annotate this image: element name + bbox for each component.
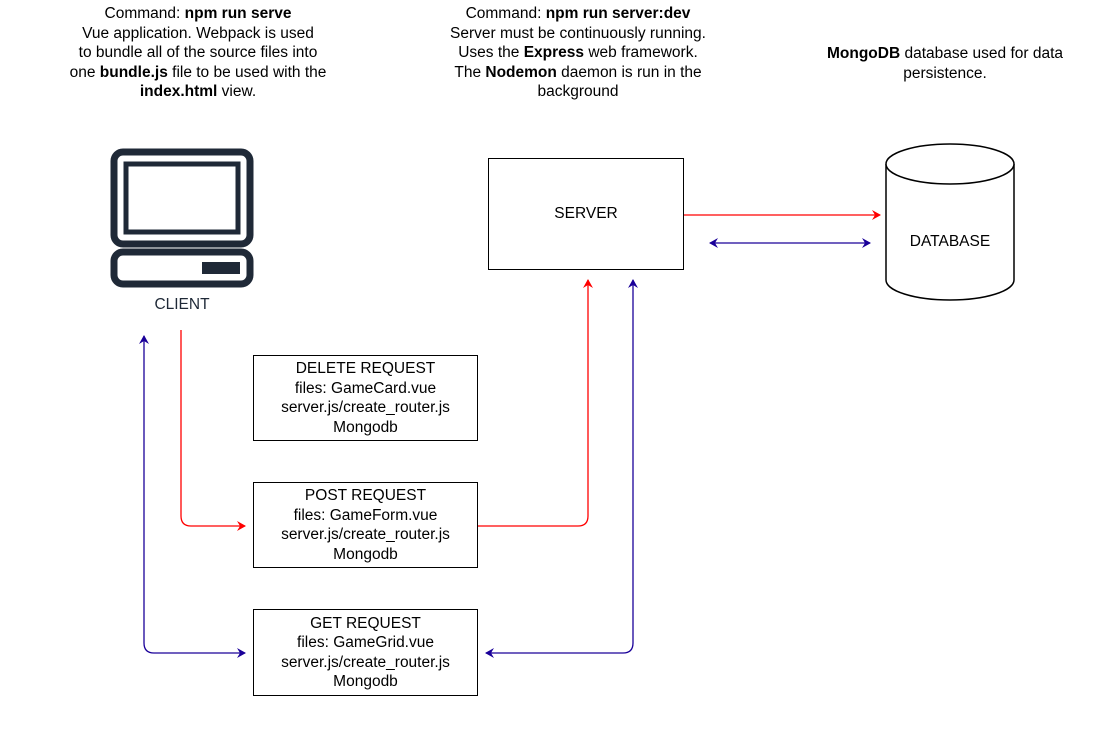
get-request-title: GET REQUEST (310, 614, 421, 632)
client-label: CLIENT (154, 296, 210, 313)
command-npm-run-server-dev: npm run server:dev (545, 5, 691, 22)
database-description: MongoDB database used for data persisten… (826, 45, 1064, 82)
get-request-box: GET REQUEST files: GameGrid.vue server.j… (253, 609, 478, 696)
server-get-bidirectional-arrow (485, 279, 638, 658)
command-npm-run-serve: npm run serve (184, 5, 292, 22)
server-box: SERVER (488, 158, 684, 270)
client-get-bidirectional-arrow (139, 335, 246, 658)
computer-icon (110, 148, 254, 288)
client-description: Command: npm run serve Vue application. … (69, 5, 327, 100)
post-request-title: POST REQUEST (304, 487, 427, 504)
server-description: Command: npm run server:dev Server must … (450, 5, 706, 100)
delete-request-title: DELETE REQUEST (295, 360, 436, 377)
server-label: SERVER (554, 205, 618, 223)
delete-request-box: DELETE REQUEST files: GameCard.vue serve… (253, 355, 478, 441)
post-to-server-arrow (478, 279, 593, 527)
database-label: DATABASE (909, 233, 991, 250)
database-cylinder-icon (885, 143, 1015, 301)
client-to-post-arrow (180, 330, 246, 531)
post-request-box: POST REQUEST files: GameForm.vue server.… (253, 482, 478, 568)
